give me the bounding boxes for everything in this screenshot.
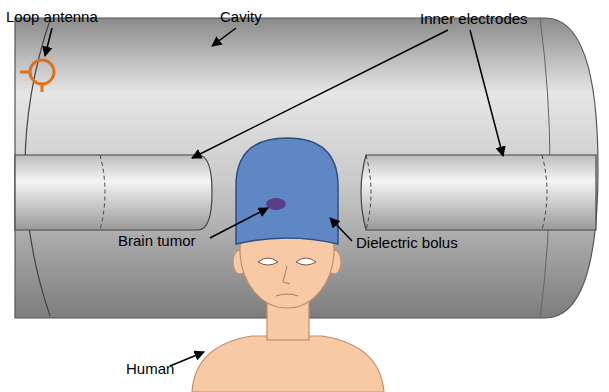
cavity-body [15, 18, 598, 318]
dielectric-bolus [236, 138, 338, 244]
mouth [276, 294, 298, 296]
tumor-label: Brain tumor [118, 232, 196, 250]
bolus-label: Dielectric bolus [356, 234, 458, 252]
antenna-feed [20, 72, 42, 92]
right-electrode [361, 155, 596, 230]
electrode-dash [542, 155, 547, 230]
cavity-label: Cavity [220, 8, 262, 26]
loop-antenna [30, 60, 54, 84]
antenna-label: Loop antenna [6, 8, 98, 26]
eye [296, 258, 316, 265]
electrode-dash [366, 155, 371, 230]
leader-lines [45, 28, 503, 366]
electrode-label: Inner electrodes [420, 10, 528, 28]
left-electrode [15, 155, 212, 230]
human-label: Human [126, 360, 174, 378]
eye [258, 258, 278, 265]
brain-tumor [266, 198, 286, 210]
nose [283, 266, 290, 284]
electrode-dash [100, 155, 105, 230]
shoulders [192, 336, 384, 392]
